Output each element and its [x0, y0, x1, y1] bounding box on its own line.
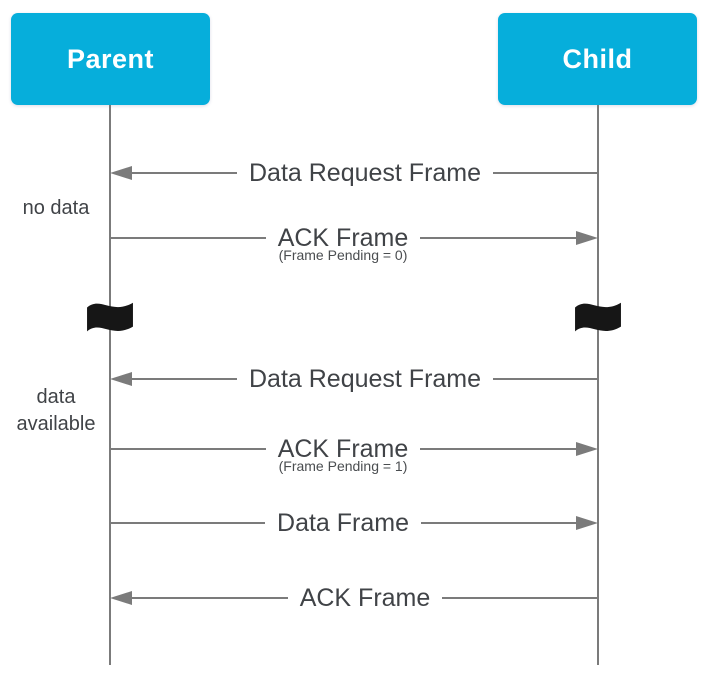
message-sublabel: (Frame Pending = 0) [278, 246, 408, 263]
arrowhead-left-icon [110, 166, 132, 180]
message-line [110, 522, 266, 524]
message-label: Data Request Frame [248, 364, 482, 393]
time-break-flag-icon [87, 302, 133, 332]
actor-child-box: Child [498, 13, 697, 105]
message-label-wrap: Data Request Frame [237, 365, 493, 394]
message-line [110, 237, 266, 239]
message-label-wrap: Data Frame [265, 509, 421, 538]
message-data-request-frame-2: Data Request Frame [110, 364, 599, 394]
message-line [493, 172, 599, 174]
message-line [110, 448, 266, 450]
arrowhead-left-icon [110, 372, 132, 386]
message-label: Data Request Frame [248, 158, 482, 187]
arrowhead-right-icon [576, 442, 598, 456]
actor-child-label: Child [562, 43, 633, 74]
child-lifeline [597, 105, 599, 665]
actor-parent-box: Parent [11, 13, 210, 105]
message-ack-frame-2: ACK Frame [110, 583, 598, 613]
message-line [132, 172, 237, 174]
message-line [420, 448, 576, 450]
message-data-request-frame-1: Data Request Frame [110, 158, 599, 188]
message-ack-frame-pending-1: ACK Frame (Frame Pending = 1) [110, 434, 598, 474]
message-line [421, 522, 577, 524]
message-label: ACK Frame [277, 434, 409, 463]
arrowhead-left-icon [110, 591, 132, 605]
message-label: Data Frame [277, 508, 409, 537]
time-break-flag-icon [575, 302, 621, 332]
side-note-no-data: no data [22, 197, 90, 219]
message-data-frame: Data Frame [110, 508, 599, 538]
arrowhead-right-icon [576, 231, 598, 245]
message-label-wrap: ACK Frame [288, 584, 443, 613]
side-note-data-available: data available [16, 386, 96, 435]
message-label-wrap: Data Request Frame [237, 159, 493, 188]
message-sublabel: (Frame Pending = 1) [278, 457, 408, 474]
message-label: ACK Frame [277, 223, 409, 252]
message-line [420, 237, 576, 239]
message-label-wrap: ACK Frame (Frame Pending = 0) [266, 223, 421, 263]
message-ack-frame-pending-0: ACK Frame (Frame Pending = 0) [110, 223, 598, 263]
message-line [442, 597, 598, 599]
message-label: ACK Frame [299, 583, 431, 612]
arrowhead-right-icon [576, 516, 599, 530]
message-label-wrap: ACK Frame (Frame Pending = 1) [266, 434, 421, 474]
actor-parent-label: Parent [66, 43, 155, 74]
message-line [132, 597, 288, 599]
message-line [493, 378, 599, 380]
message-line [132, 378, 237, 380]
